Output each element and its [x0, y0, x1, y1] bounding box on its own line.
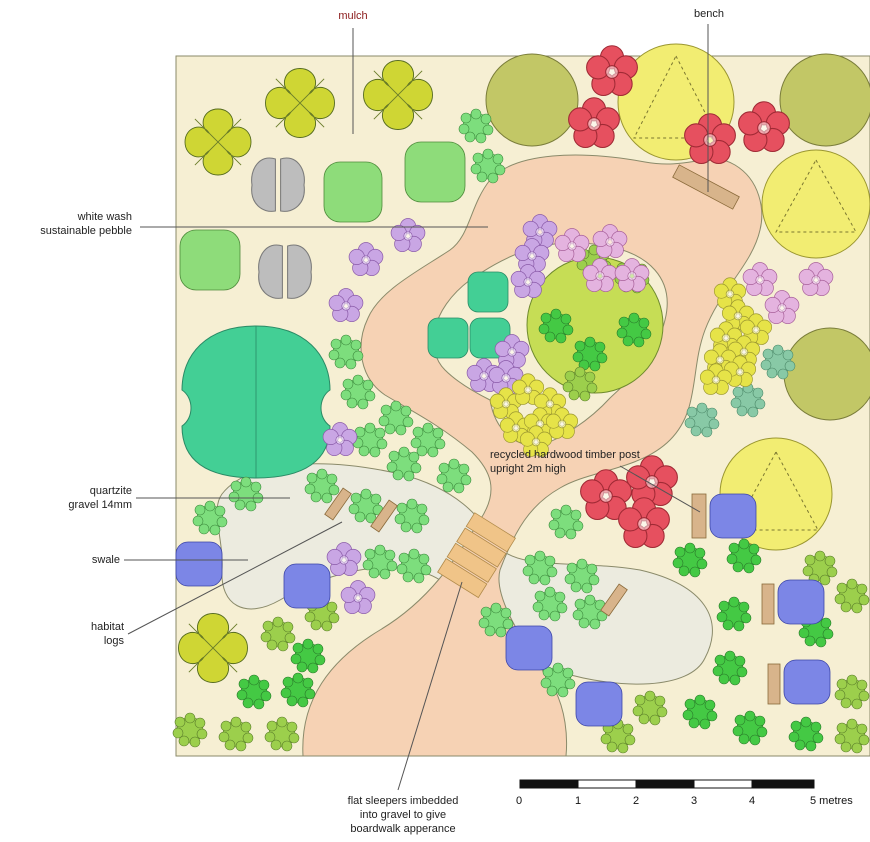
label-bench: bench: [694, 8, 724, 20]
light-green-square-plant: [179, 141, 466, 291]
label-quartzite-gravel: quartzite gravel 14mm: [68, 485, 132, 511]
scale-tick-5: 5 metres: [810, 795, 853, 807]
timber-post: [691, 493, 781, 705]
scale-tick-1: 1: [575, 795, 582, 807]
habitat-log: [324, 487, 628, 617]
label-swale: swale: [91, 554, 120, 566]
label-sleepers: flat sleepers imbedded into gravel to gi…: [347, 795, 459, 835]
scale-bar: [519, 779, 815, 789]
label-white-wash-pebble: white wash sustainable pebble: [40, 211, 132, 237]
blue-square-plant: [175, 493, 831, 727]
scale-tick-4: 4: [749, 795, 756, 807]
label-timber-post: recycled hardwood timber post upright 2m…: [490, 449, 640, 475]
bench: [672, 164, 740, 210]
leader-lines: [124, 24, 709, 791]
scale-tick-0: 0: [516, 795, 523, 807]
scale-tick-3: 3: [691, 795, 698, 807]
label-habitat-logs: habitat logs: [90, 621, 124, 647]
label-mulch: mulch: [338, 10, 368, 22]
scale-tick-2: 2: [633, 795, 640, 807]
teal-lily-pad-plant: [181, 325, 331, 479]
pale-yellow-tree-canopy: [617, 43, 870, 551]
boardwalk-sleepers: [437, 512, 516, 599]
olive-tree-canopy: [485, 53, 870, 421]
